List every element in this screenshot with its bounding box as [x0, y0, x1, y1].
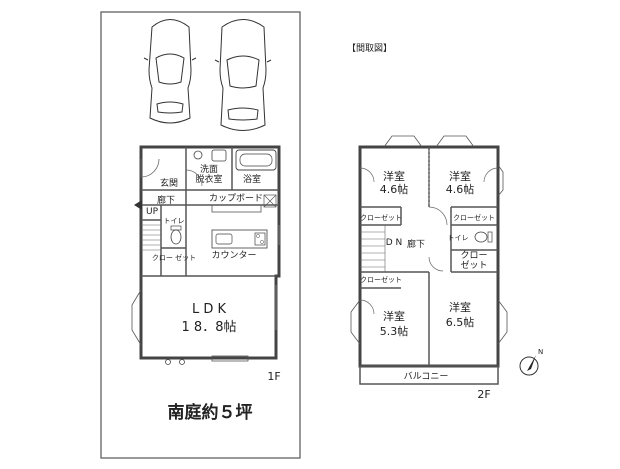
room-label-closet-c: クローゼット	[360, 275, 402, 284]
floor1-plan: 洗面 脱衣室 浴室 玄関 廊下 UP トイレ カップボード クロー ゼット カウ…	[131, 145, 281, 383]
south-garden-label: 南庭約５坪	[168, 402, 253, 423]
compass-icon: N	[519, 348, 543, 376]
room-label-cupboard: カップボード	[209, 193, 263, 204]
room-label-entrance: 玄関	[160, 177, 178, 189]
room-size-western-nw: 4.6帖	[380, 183, 409, 196]
room-label-bath: 浴室	[243, 173, 261, 185]
room-label-closet-a: クローゼット	[360, 213, 402, 222]
room-label-western-sw: 洋室	[383, 309, 405, 323]
room-label-western-se: 洋室	[449, 300, 471, 314]
stairs-up-label: UP	[146, 207, 159, 217]
room-size-ldk: 1 8．8帖	[182, 320, 237, 335]
stairs-down-label: D N	[386, 238, 403, 248]
plan-title: 【間取図】	[347, 43, 392, 54]
room-label-western-ne: 洋室	[449, 169, 471, 183]
room-size-western-se: 6.5帖	[446, 316, 475, 329]
room-label-hallway-2f: 廊下	[407, 238, 425, 250]
room-label-closet-d-2: ゼット	[460, 259, 487, 271]
compass-north-label: N	[538, 348, 543, 356]
room-label-hallway: 廊下	[157, 194, 175, 206]
room-size-western-sw: 5.3帖	[380, 325, 409, 338]
room-label-western-nw: 洋室	[383, 169, 405, 183]
room-label-toilet: トイレ	[164, 217, 185, 225]
room-label-washroom: 洗面	[200, 163, 218, 175]
car-icon	[214, 19, 272, 131]
floor2-label: 2F	[477, 388, 490, 401]
room-label-balcony: バルコニー	[404, 371, 449, 382]
car-icon	[143, 19, 197, 124]
room-label-washroom-sub: 脱衣室	[195, 173, 222, 185]
room-size-western-ne: 4.6帖	[446, 183, 475, 196]
room-label-closet-d-1: クロー	[460, 250, 487, 261]
lot-boundary	[100, 11, 301, 459]
room-label-closet: クロー ゼット	[152, 253, 196, 262]
floor1-label: 1F	[267, 370, 280, 383]
floor2-plan: 洋室 4.6帖 洋室 4.6帖 クローゼット クローゼット D N 廊下 トイレ…	[350, 135, 508, 401]
room-label-closet-b: クローゼット	[453, 213, 495, 222]
room-label-counter: カウンター	[211, 250, 256, 261]
room-label-toilet-2f: トイレ	[448, 234, 469, 242]
room-label-ldk: L D K	[192, 302, 227, 317]
